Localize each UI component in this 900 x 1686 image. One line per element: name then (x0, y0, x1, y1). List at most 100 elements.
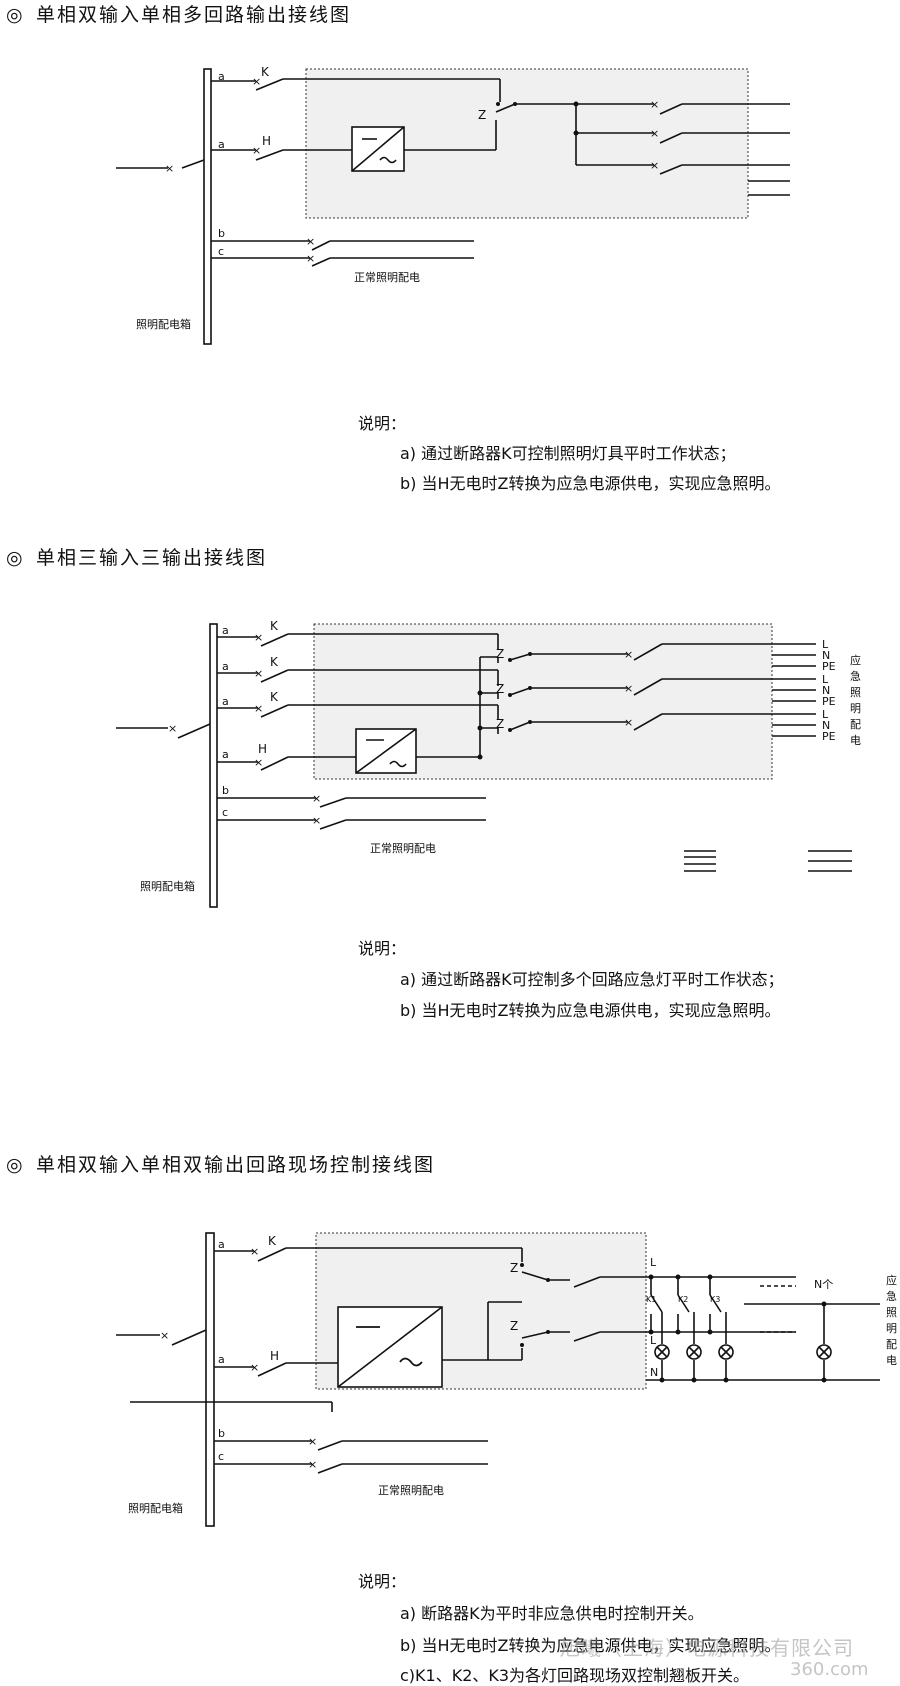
label-normal-lighting: 正常照明配电 (378, 1484, 444, 1497)
label-c: c (218, 245, 224, 258)
label-distribution-box: 照明配电箱 (128, 1501, 183, 1515)
label-k: K (261, 65, 270, 79)
label-c: c (222, 806, 228, 819)
svg-text:×: × (312, 792, 321, 805)
watermark-url: 360.com (790, 1659, 869, 1680)
label-h: H (262, 134, 271, 148)
side-char-2: 急 (850, 669, 861, 683)
svg-text:×: × (165, 162, 174, 175)
label-k: K (268, 1234, 277, 1248)
section1-title: ◎单相双输入单相多回路输出接线图 (6, 4, 352, 26)
label-z1: Z (510, 1261, 518, 1275)
note3-line-a: a) 断路器K为平时非应急供电时控制开关。 (400, 1604, 704, 1623)
label-a2: a (222, 660, 229, 673)
side-char-4: 明 (850, 702, 861, 715)
label-k2: K (270, 655, 279, 669)
svg-text:×: × (254, 702, 263, 715)
out-label-5: N (822, 684, 830, 697)
label-b: b (218, 227, 225, 240)
label-n: N (650, 1366, 658, 1379)
note3-head: 说明： (358, 1572, 407, 1591)
svg-text:×: × (250, 1245, 259, 1258)
svg-text:×: × (252, 144, 261, 157)
svg-text:×: × (650, 127, 659, 140)
out-label-4: L (822, 673, 829, 686)
svg-text:×: × (306, 252, 315, 265)
label-a3: a (222, 695, 229, 708)
label-k2: K2 (678, 1295, 688, 1304)
label-z: Z (478, 108, 486, 122)
bullet-icon: ◎ (6, 547, 25, 569)
side-char-3: 照 (850, 686, 861, 699)
label-normal-lighting: 正常照明配电 (354, 271, 420, 284)
watermark: 旭曦（上海）电源科技有限公司 (560, 1636, 854, 1660)
svg-text:×: × (168, 722, 177, 735)
label-a1: a (218, 70, 225, 83)
svg-text:×: × (308, 1435, 317, 1448)
label-k3: K3 (710, 1295, 720, 1304)
side-char-1: 应 (850, 653, 861, 667)
svg-text:×: × (650, 159, 659, 172)
svg-text:×: × (624, 716, 633, 729)
bullet-icon: ◎ (6, 4, 25, 26)
svg-text:×: × (160, 1329, 169, 1342)
label-n-count: N个 (814, 1278, 833, 1291)
note3-line-c: c)K1、K2、K3为各灯回路现场双控制翘板开关。 (400, 1666, 750, 1685)
side-char-5: 配 (850, 718, 861, 731)
label-k3: K (270, 690, 279, 704)
out-label-1: L (822, 638, 829, 651)
svg-text:×: × (308, 1458, 317, 1471)
label-h: H (258, 742, 267, 756)
label-z2: Z (510, 1319, 518, 1333)
label-a2: a (218, 138, 225, 151)
out-label-6: PE (822, 695, 836, 708)
label-distribution-box: 照明配电箱 (136, 317, 191, 331)
note1-line-b: b) 当H无电时Z转换为应急电源供电，实现应急照明。 (400, 474, 781, 493)
note2-line-a: a) 通过断路器K可控制多个回路应急灯平时工作状态； (400, 970, 784, 989)
side-char-1: 应 (886, 1273, 897, 1287)
busbar (203, 68, 212, 345)
svg-text:×: × (252, 75, 261, 88)
out-label-7: L (822, 708, 829, 721)
label-a2: a (218, 1353, 225, 1366)
svg-text:×: × (250, 1361, 259, 1374)
label-b: b (222, 784, 229, 797)
label-a1: a (218, 1238, 225, 1251)
side-char-4: 明 (886, 1322, 897, 1335)
bullet-icon: ◎ (6, 1154, 25, 1176)
out-label-8: N (822, 719, 830, 732)
label-z2: Z (496, 682, 504, 696)
label-h: H (270, 1349, 279, 1363)
label-z1: Z (496, 647, 504, 661)
busbar (205, 1232, 215, 1527)
svg-text:×: × (254, 631, 263, 644)
svg-text:×: × (312, 814, 321, 827)
svg-text:×: × (624, 648, 633, 661)
svg-text:×: × (306, 235, 315, 248)
section2-title: ◎单相三输入三输出接线图 (6, 547, 268, 569)
label-l2: L (650, 1334, 657, 1347)
label-z3: Z (496, 717, 504, 731)
label-k1: K (270, 619, 279, 633)
note3-line-b: b) 当H无电时Z转换为应急电源供电，实现应急照明。 (400, 1636, 781, 1655)
section3-title: ◎单相双输入单相双输出回路现场控制接线图 (6, 1154, 436, 1176)
side-char-3: 照 (886, 1306, 897, 1319)
side-char-5: 配 (886, 1338, 897, 1351)
label-c: c (218, 1450, 224, 1463)
diagram-3: × ×× ×× a a b c K H Z Z L L N K1 K2 K3 N… (116, 1232, 897, 1527)
note1-line-a: a) 通过断路器K可控制照明灯具平时工作状态； (400, 444, 736, 463)
out-label-3: PE (822, 660, 836, 673)
label-k1: K1 (646, 1295, 656, 1304)
note2-line-b: b) 当H无电时Z转换为应急电源供电，实现应急照明。 (400, 1001, 781, 1020)
side-char-6: 电 (886, 1354, 897, 1367)
svg-text:×: × (254, 667, 263, 680)
note1-head: 说明： (358, 414, 407, 433)
out-label-9: PE (822, 730, 836, 743)
svg-text:×: × (254, 756, 263, 769)
label-a4: a (222, 748, 229, 761)
label-l1: L (650, 1256, 657, 1269)
label-a1: a (222, 624, 229, 637)
label-distribution-box: 照明配电箱 (140, 879, 195, 893)
label-normal-lighting: 正常照明配电 (370, 842, 436, 855)
svg-text:×: × (624, 682, 633, 695)
